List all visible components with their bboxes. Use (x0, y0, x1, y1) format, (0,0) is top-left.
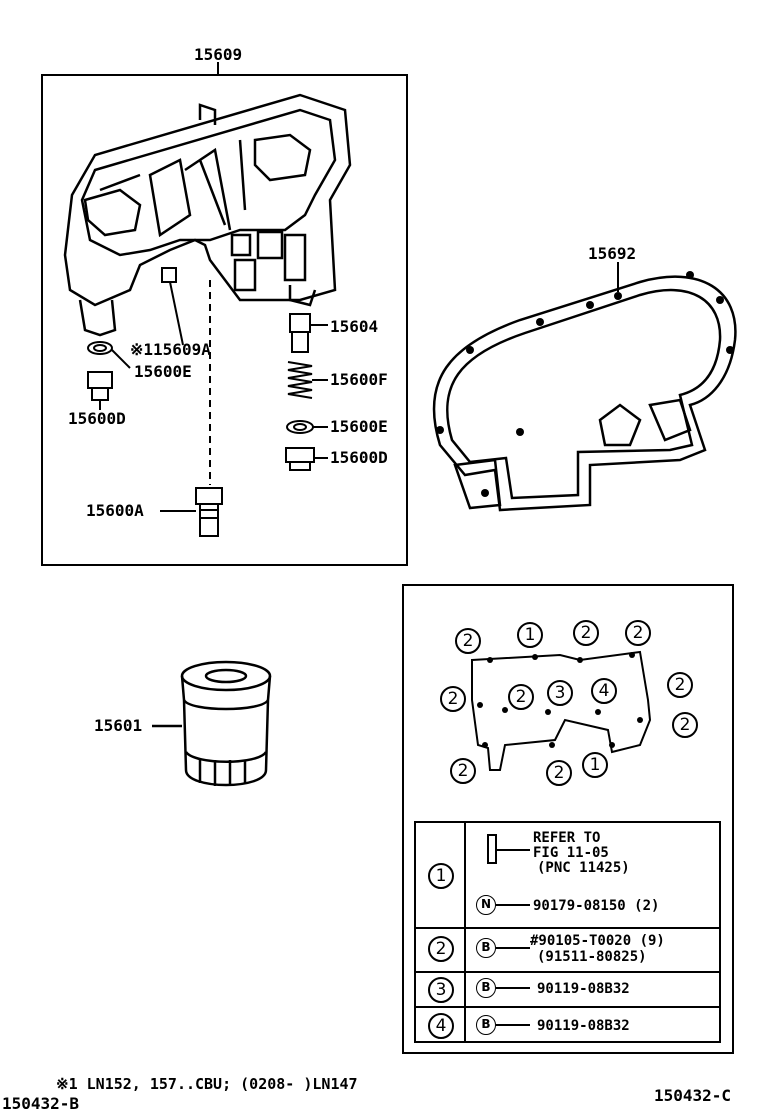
figure-code-left: 150432-B (2, 1094, 80, 1113)
part-number: 90179-08150 (2) (533, 898, 660, 914)
part-number: 90119-08B32 (537, 981, 630, 997)
bolt-position-marker: 2 (625, 620, 651, 646)
refer-line-2: FIG 11-05 (533, 845, 609, 861)
group-frame (41, 74, 408, 566)
part-number: 90119-08B32 (537, 1018, 630, 1034)
label-15601: 15601 (94, 716, 143, 735)
housing-15609 (63, 93, 352, 337)
bolt-position-marker: 2 (667, 672, 693, 698)
bolt-position-marker: 4 (591, 678, 617, 704)
part-number-alt: (91511-80825) (537, 949, 647, 965)
label-15600a: 15600A (86, 501, 144, 520)
part-number: #90105-T0020 (9) (530, 933, 665, 949)
table-row-number: 2 (428, 936, 454, 962)
plug-15600a (160, 487, 223, 537)
plug-15600d-left (87, 371, 113, 410)
plug-15600d-right (285, 447, 328, 471)
plug-15609a (161, 267, 184, 346)
refer-line-1: REFER TO (533, 830, 601, 846)
oil-filter-15601 (152, 660, 272, 787)
figure-code-right: 150432-C (654, 1086, 732, 1105)
label-15604: 15604 (330, 317, 379, 336)
bolt-position-marker: 1 (517, 622, 543, 648)
bolt-position-marker: 2 (455, 628, 481, 654)
valve-15604 (289, 313, 328, 353)
bolt-type-badge: B (476, 1015, 496, 1035)
gasket-15692 (432, 275, 737, 512)
bolt-position-marker: 2 (508, 684, 534, 710)
bolt-type-badge: B (476, 938, 496, 958)
label-15609a: ※115609A (130, 340, 211, 359)
bolt-position-marker: 2 (546, 760, 572, 786)
label-15600d-left: 15600D (68, 409, 126, 428)
label-15609: 15609 (194, 45, 243, 64)
bolt-position-marker: 2 (573, 620, 599, 646)
table-row-number: 4 (428, 1013, 454, 1039)
table-row-number: 1 (428, 863, 454, 889)
footnote: ※1 LN152, 157..CBU; (0208- )LN147 (56, 1075, 358, 1093)
bolt-type-badge: B (476, 978, 496, 998)
bolt-position-marker: 3 (547, 680, 573, 706)
refer-line-3: (PNC 11425) (537, 860, 630, 876)
spring-15600f (287, 361, 328, 399)
bolt-position-marker: 2 (450, 758, 476, 784)
bolt-position-marker: 2 (672, 712, 698, 738)
bolt-chart-frame (402, 584, 734, 1054)
label-15600e-right: 15600E (330, 417, 388, 436)
gasket-15600e-right (286, 420, 328, 434)
gasket-15600e-left (87, 341, 131, 369)
label-15600f: 15600F (330, 370, 388, 389)
bolt-position-marker: 1 (582, 752, 608, 778)
bolt-position-marker: 2 (440, 686, 466, 712)
bolt-chart-gasket (471, 650, 652, 771)
label-15600e-left: 15600E (134, 362, 192, 381)
table-row-number: 3 (428, 977, 454, 1003)
bolt-type-badge: N (476, 895, 496, 915)
label-15692: 15692 (588, 244, 637, 263)
label-15600d-right: 15600D (330, 448, 388, 467)
